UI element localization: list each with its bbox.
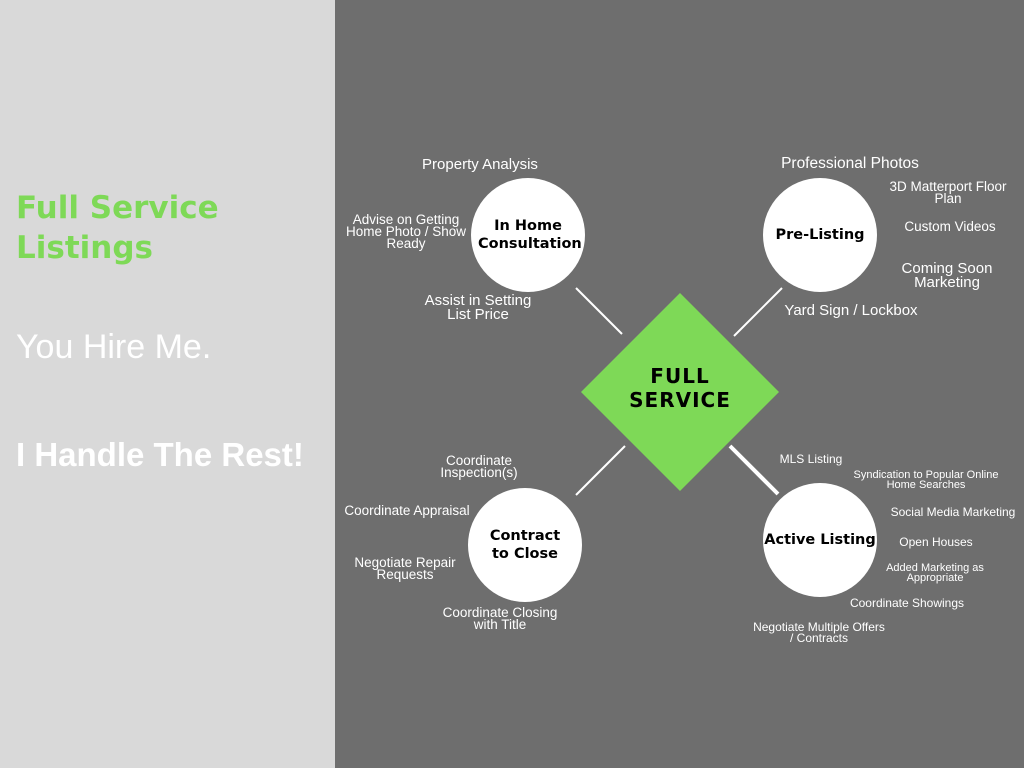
item-professional-photos: Professional Photos bbox=[781, 155, 919, 172]
node-active: Active Listing bbox=[763, 483, 877, 597]
item-coordinate-appraisal: Coordinate Appraisal bbox=[344, 503, 470, 518]
node-pre-listing-label: Pre-Listing bbox=[775, 227, 865, 243]
item-open-houses: Open Houses bbox=[899, 535, 973, 549]
item-social-media: Social Media Marketing bbox=[890, 505, 1016, 519]
item-negotiate-offers: Negotiate Multiple Offers / Contracts bbox=[753, 620, 885, 645]
item-coordinate-closing: Coordinate Closing with Title bbox=[442, 605, 558, 632]
connector-bottom-right bbox=[728, 444, 780, 496]
connector-bottom-left bbox=[575, 445, 626, 496]
center-label: FULL SERVICE bbox=[629, 364, 731, 412]
connector-top-left bbox=[575, 287, 623, 335]
page-title: Full Service Listings bbox=[16, 190, 219, 266]
item-advise-photo-ready: Advise on Getting Home Photo / Show Read… bbox=[345, 212, 467, 251]
node-in-home-label: In Home Consultation bbox=[478, 218, 582, 252]
tagline-handle: I Handle The Rest! bbox=[16, 436, 304, 473]
node-contract-label: Contract to Close bbox=[489, 528, 561, 562]
tagline-hire: You Hire Me. bbox=[16, 328, 212, 366]
item-coordinate-showings: Coordinate Showings bbox=[849, 596, 965, 610]
item-added-marketing: Added Marketing as Appropriate bbox=[886, 562, 984, 584]
connector-top-right bbox=[733, 287, 783, 337]
item-coming-soon: Coming Soon Marketing bbox=[901, 260, 993, 291]
node-active-label: Active Listing bbox=[764, 532, 876, 548]
item-coordinate-inspection: Coordinate Inspection(s) bbox=[440, 453, 518, 480]
item-negotiate-repair: Negotiate Repair Requests bbox=[354, 555, 456, 582]
left-panel bbox=[0, 0, 335, 768]
node-contract: Contract to Close bbox=[468, 488, 582, 602]
item-property-analysis: Property Analysis bbox=[422, 156, 538, 173]
item-yard-sign: Yard Sign / Lockbox bbox=[784, 302, 918, 319]
item-assist-list-price: Assist in Setting List Price bbox=[424, 292, 532, 323]
item-custom-videos: Custom Videos bbox=[904, 219, 996, 234]
node-in-home: In Home Consultation bbox=[471, 178, 585, 292]
item-matterport: 3D Matterport Floor Plan bbox=[889, 179, 1007, 206]
item-mls-listing: MLS Listing bbox=[779, 452, 843, 466]
node-pre-listing: Pre-Listing bbox=[763, 178, 877, 292]
item-syndication: Syndication to Popular Online Home Searc… bbox=[853, 469, 999, 491]
